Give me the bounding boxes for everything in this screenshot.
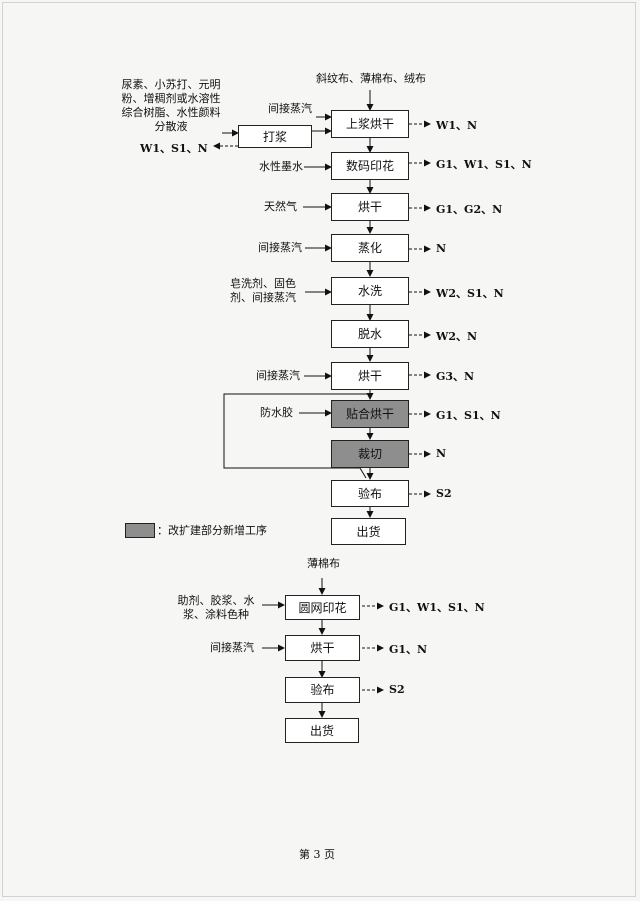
process-step-laminate-drying-new: 贴合烘干: [331, 400, 409, 428]
beating-output: W1、S1、N: [140, 142, 208, 155]
flow2-input-fabric: 薄棉布: [307, 557, 340, 570]
output-label-dewater: W2、N: [436, 330, 478, 343]
input-label-dry2: 间接蒸汽: [256, 369, 300, 382]
output-label-sizing: W1、N: [436, 119, 478, 132]
process-step-drying-1: 烘干: [331, 193, 409, 221]
input-label-print: 水性墨水: [259, 160, 303, 173]
process-step-beating: 打浆: [238, 125, 312, 148]
input-label-sizing: 间接蒸汽: [268, 102, 312, 115]
process-step-cutting-new: 裁切: [331, 440, 409, 468]
flow2-output-label-inspect: S2: [389, 683, 405, 696]
bypass-line: [223, 393, 370, 479]
process-step-washing: 水洗: [331, 277, 409, 305]
legend-swatch: [125, 523, 155, 538]
output-label-print: G1、W1、S1、N: [436, 158, 532, 171]
output-label-wash: W2、S1、N: [436, 287, 504, 300]
process-step-digital-print: 数码印花: [331, 152, 409, 180]
flow2-output-label-print: G1、W1、S1、N: [389, 601, 485, 614]
output-label-inspect: S2: [436, 487, 452, 500]
process-step-sizing-drying: 上浆烘干: [331, 110, 409, 138]
output-label-steam: N: [436, 242, 447, 255]
output-label-dry2: G3、N: [436, 370, 475, 383]
flow2-step-shipping: 出货: [285, 718, 359, 743]
process-step-drying-2: 烘干: [331, 362, 409, 390]
flow2-output-label-dry: G1、N: [389, 643, 428, 656]
flow2-input-label-dry: 间接蒸汽: [210, 641, 254, 654]
process-step-steaming: 蒸化: [331, 234, 409, 262]
flow1-input-fabrics: 斜纹布、薄棉布、绒布: [316, 72, 426, 85]
legend-label: ：改扩建部分新增工序: [157, 524, 267, 537]
process-step-shipping: 出货: [331, 518, 406, 545]
process-step-inspection: 验布: [331, 480, 409, 507]
input-label-laminate: 防水胶: [260, 406, 293, 419]
flow2-step-drying: 烘干: [285, 635, 360, 661]
output-label-laminate: G1、S1、N: [436, 409, 501, 422]
flow2-step-inspection: 验布: [285, 677, 360, 703]
flow2-step-rotary-print: 圆网印花: [285, 595, 360, 620]
input-label-wash: 皂洗剂、固色剂、间接蒸汽: [230, 277, 296, 304]
flow2-input-label-print: 助剂、胶浆、水浆、涂料色种: [177, 594, 255, 621]
output-label-dry1: G1、G2、N: [436, 203, 503, 216]
input-label-dry1: 天然气: [264, 200, 297, 213]
input-label-steam: 间接蒸汽: [258, 241, 302, 254]
page-number: 第 3 页: [299, 848, 335, 861]
beating-input-chemicals: 尿素、小苏打、元明粉、增稠剂或水溶性综合树脂、水性颜料分散液: [121, 78, 221, 133]
output-label-cut: N: [436, 447, 447, 460]
process-step-dewatering: 脱水: [331, 320, 409, 348]
